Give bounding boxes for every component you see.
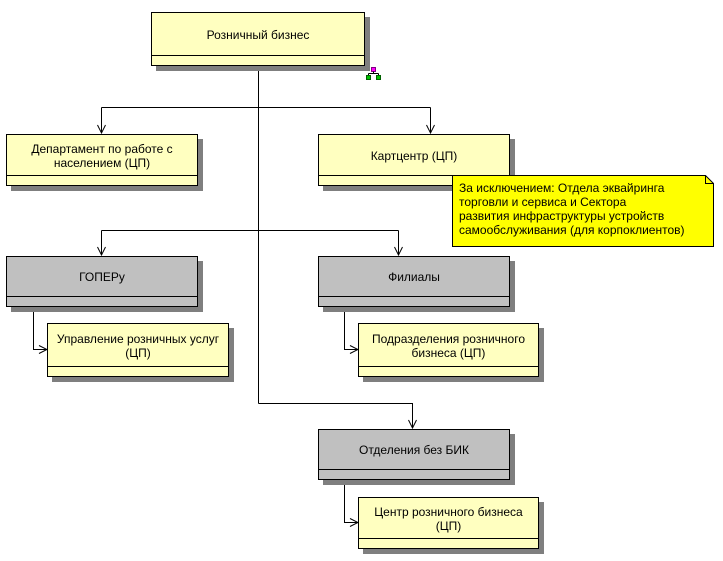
connector-to-otd bbox=[258, 403, 413, 429]
node-retail-services-management[interactable]: Управление розничных услуг (ЦП) bbox=[47, 323, 229, 377]
node-retail-business-center[interactable]: Центр розничного бизнеса (ЦП) bbox=[358, 497, 539, 549]
exception-note[interactable]: За исключением: Отдела эквайринга торгов… bbox=[452, 175, 714, 247]
note-text: За исключением: Отдела эквайринга торгов… bbox=[459, 181, 685, 237]
connector-to-podr bbox=[344, 307, 359, 350]
node-divider bbox=[7, 175, 197, 176]
node-label: Розничный бизнес bbox=[206, 27, 310, 42]
node-divider bbox=[319, 175, 509, 176]
node-retail-business[interactable]: Розничный бизнес bbox=[151, 12, 365, 66]
node-retail-subdivisions[interactable]: Подразделения розничного бизнеса (ЦП) bbox=[358, 323, 539, 377]
node-label: Центр розничного бизнеса (ЦП) bbox=[374, 504, 523, 533]
node-label: Отделения без БИК bbox=[358, 443, 470, 457]
node-divider bbox=[319, 296, 509, 297]
node-divider bbox=[7, 296, 197, 297]
node-label: Подразделения розничного бизнеса (ЦП) bbox=[372, 331, 525, 360]
node-divider bbox=[359, 366, 538, 367]
node-divider bbox=[48, 366, 228, 367]
node-branches-without-bik[interactable]: Отделения без БИК bbox=[318, 429, 510, 480]
note-shape bbox=[452, 175, 714, 247]
node-label: Филиалы bbox=[388, 270, 440, 284]
node-goper[interactable]: ГОПЕРу bbox=[6, 256, 198, 307]
node-label: Департамент по работе с населением (ЦП) bbox=[31, 141, 173, 170]
node-label: Управление розничных услуг (ЦП) bbox=[56, 331, 220, 360]
connector-to-center bbox=[344, 480, 359, 523]
node-divider bbox=[319, 469, 509, 470]
org-chart-icon[interactable] bbox=[366, 67, 382, 81]
connector-to-upr bbox=[33, 307, 48, 350]
node-label: Картцентр (ЦП) bbox=[370, 148, 458, 163]
node-dept-population[interactable]: Департамент по работе с населением (ЦП) bbox=[6, 134, 198, 186]
node-divider bbox=[152, 55, 364, 56]
node-filialy[interactable]: Филиалы bbox=[318, 256, 510, 307]
node-label: ГОПЕРу bbox=[79, 270, 125, 284]
node-divider bbox=[359, 538, 538, 539]
